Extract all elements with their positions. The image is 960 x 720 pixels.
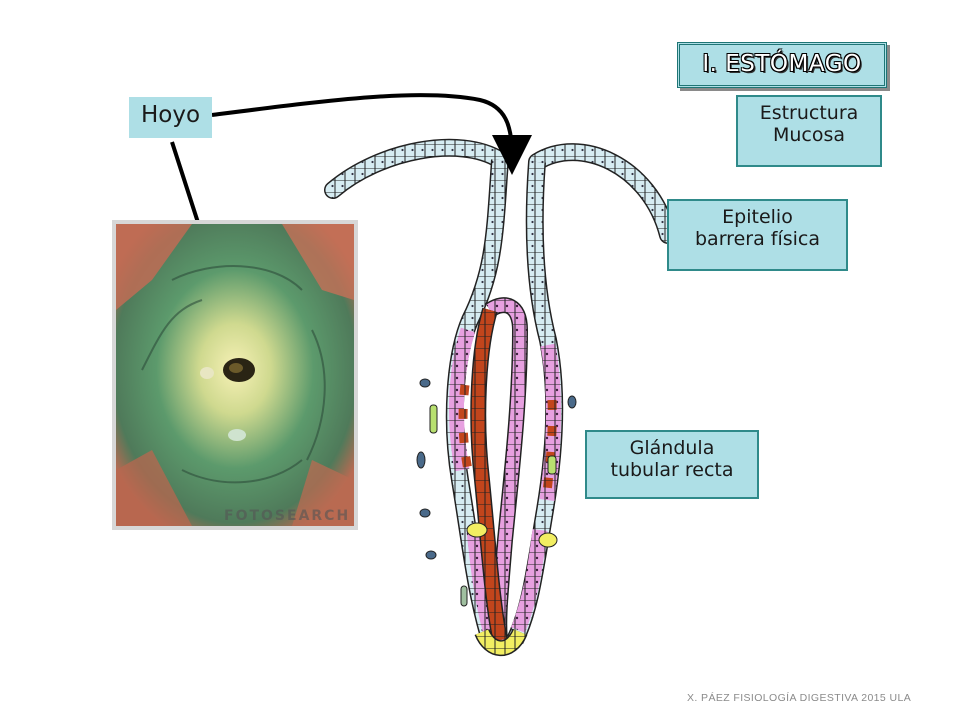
photo-watermark: FOTOSEARCH — [224, 508, 350, 524]
epitelio-label-box: Epitelio barrera física — [667, 199, 848, 271]
gland-cells — [448, 327, 562, 633]
footer-credit: X. PÁEZ FISIOLOGÍA DIGESTIVA 2015 ULA — [687, 692, 912, 704]
hoyo-label-box: Hoyo — [129, 97, 212, 138]
estructura-label-box: Estructura Mucosa — [736, 95, 882, 167]
surface-epithelium-right — [528, 143, 677, 244]
hoyo-to-pit-arrow — [211, 93, 532, 175]
title-box: I. ESTÓMAGO — [677, 42, 887, 88]
epitelio-line-2: barrera física — [695, 227, 820, 250]
page-title: I. ESTÓMAGO — [702, 51, 862, 77]
gastric-pit-micrograph: FOTOSEARCH — [112, 220, 358, 530]
glandula-line-1: Glándula — [629, 437, 715, 459]
estructura-line-1: Estructura — [759, 102, 859, 124]
hoyo-label: Hoyo — [140, 102, 201, 128]
gland-inner-loop — [470, 297, 529, 642]
surface-epithelium-left — [324, 138, 509, 199]
lamina-propria-cells — [416, 378, 577, 607]
estructura-line-2: Mucosa — [772, 123, 846, 146]
glandula-label-box: Glándula tubular recta — [585, 430, 759, 499]
epitelio-line-1: Epitelio — [722, 206, 793, 228]
glandula-line-2: tubular recta — [610, 458, 734, 481]
gland-base — [466, 522, 558, 657]
